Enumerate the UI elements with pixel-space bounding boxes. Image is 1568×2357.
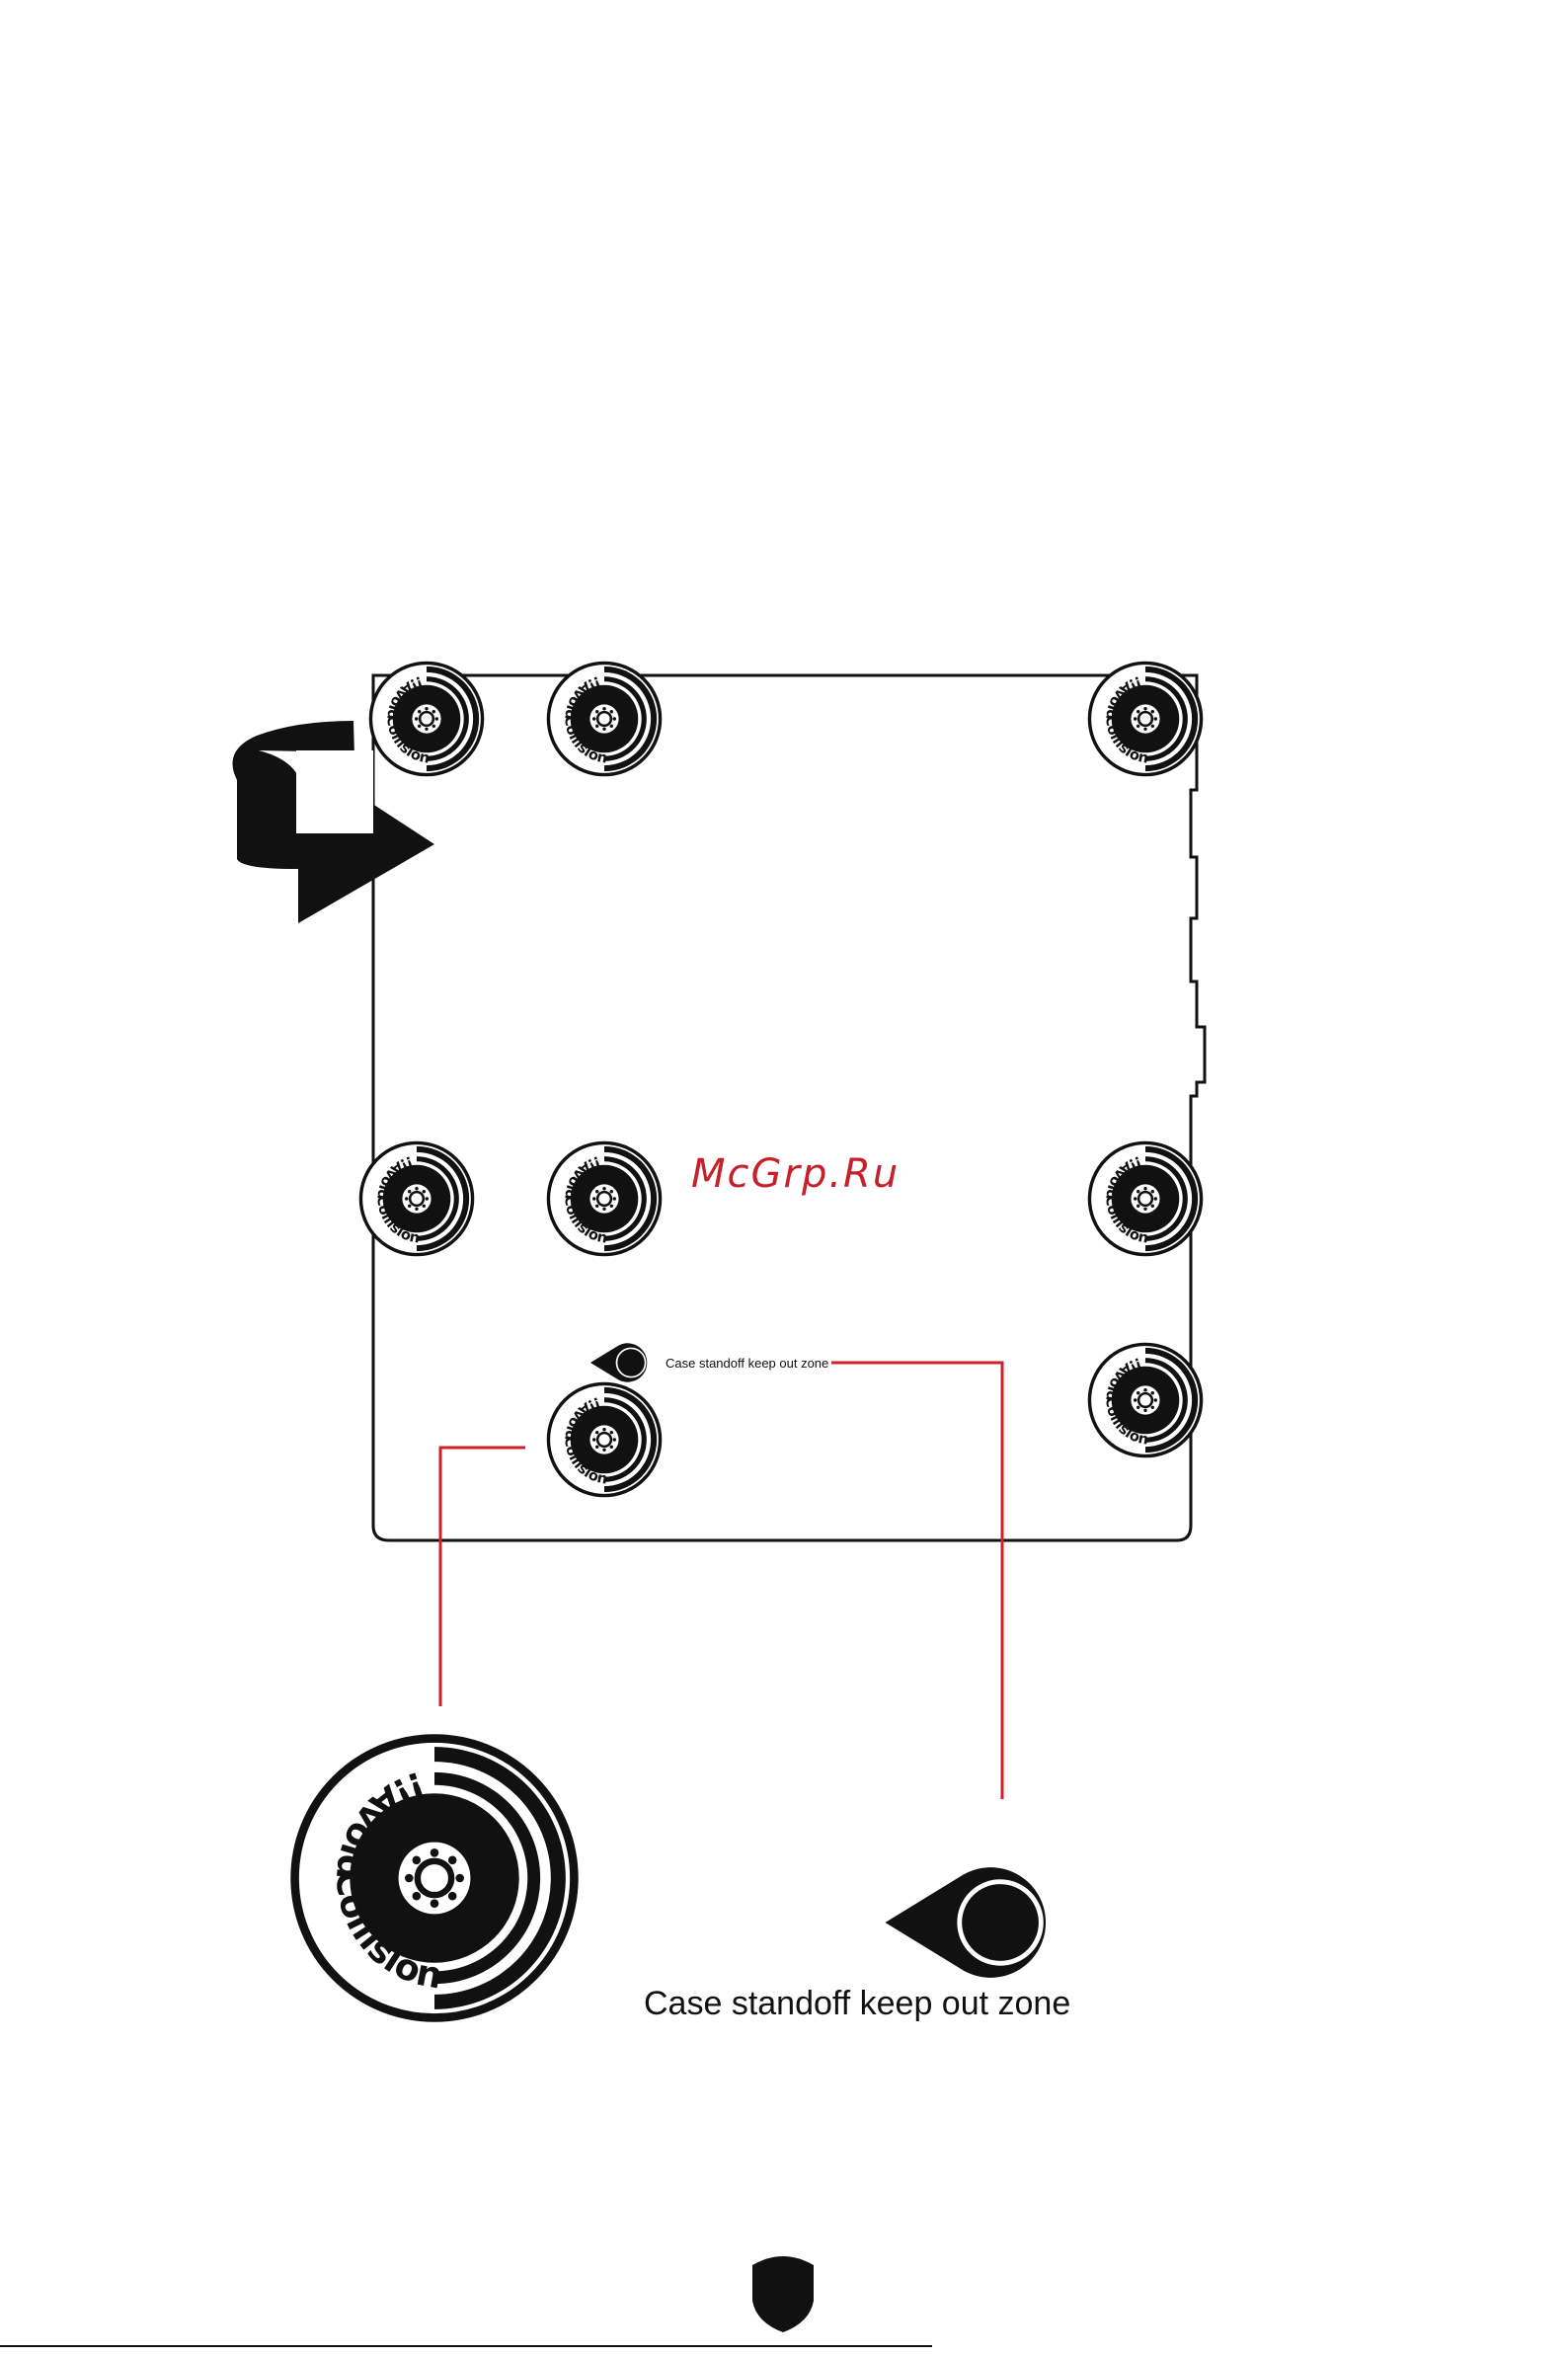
standoff-badge-bottom-center <box>548 1383 660 1495</box>
watermark-text: McGrp.Ru <box>691 1151 900 1197</box>
shield-logo-icon <box>752 2256 814 2332</box>
standoff-badge-low-right <box>1089 1344 1201 1455</box>
standoff-badge-mid-right <box>1089 1142 1201 1254</box>
keepout-label-small: Case standoff keep out zone <box>666 1356 828 1371</box>
standoff-badge-mid-center <box>548 1142 660 1254</box>
standoff-badge-mid-left <box>360 1142 472 1254</box>
standoff-badge-top-left <box>370 663 482 774</box>
motherboard-outline <box>373 675 1205 1540</box>
keepout-marker-large <box>885 1867 1046 1978</box>
standoff-badge-top-right <box>1089 663 1201 774</box>
keepout-label-large: Case standoff keep out zone <box>644 1985 1070 2023</box>
standoff-badge-enlarged <box>295 1739 575 2018</box>
standoff-badge-top-mid <box>548 663 660 774</box>
